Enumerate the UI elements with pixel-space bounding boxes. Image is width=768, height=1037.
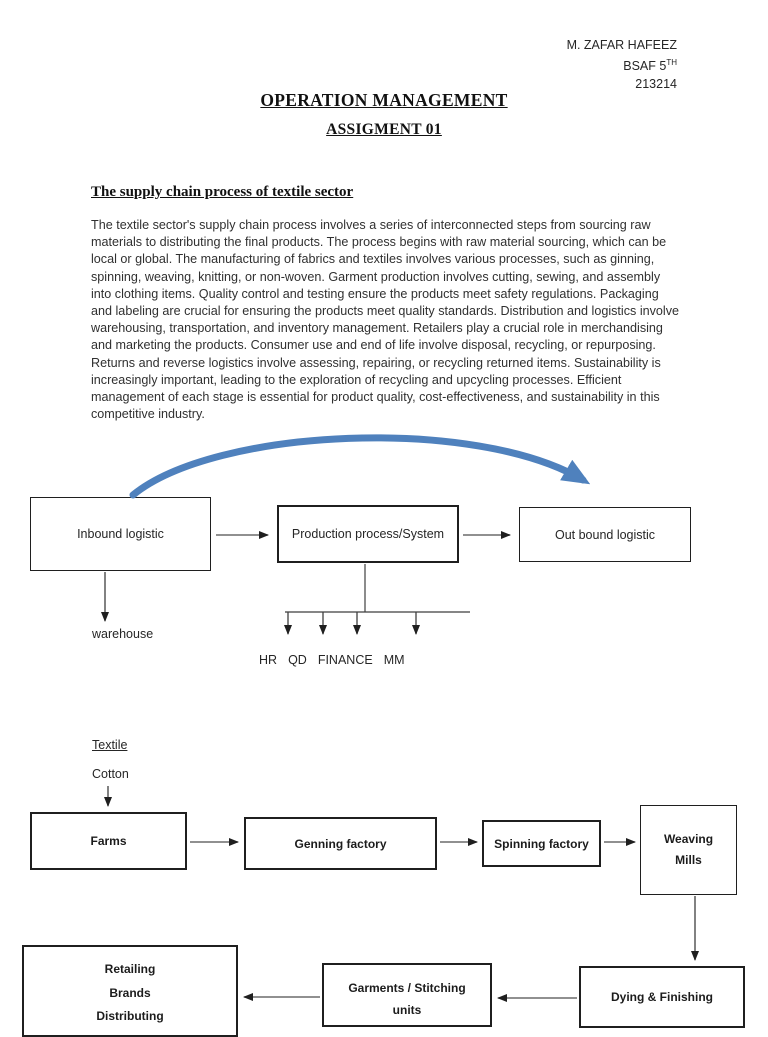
dept-finance-label: FINANCE	[317, 653, 373, 667]
retailing-label: Retailing	[104, 962, 156, 976]
weaving-mills-box: Weaving Mills	[640, 805, 737, 895]
dept-hr-label: HR	[259, 653, 278, 667]
roll-number: 213214	[635, 77, 677, 92]
textile-label: Textile	[92, 738, 128, 752]
author-name: M. ZAFAR HAFEEZ	[566, 38, 677, 52]
doc-subtitle: ASSIGMENT 01	[326, 121, 442, 138]
dept-mm-label: MM	[383, 653, 405, 667]
weaving-mills-label-line2: Mills	[675, 853, 702, 867]
distributing-label: Distributing	[96, 1009, 164, 1023]
genning-factory-box: Genning factory	[244, 817, 437, 870]
farms-label: Farms	[90, 834, 127, 848]
doc-title: OPERATION MANAGEMENT	[260, 90, 508, 110]
dying-finishing-box: Dying & Finishing	[579, 966, 745, 1028]
retailing-brands-box: Retailing Brands Distributing	[22, 945, 238, 1037]
section-heading: The supply chain process of textile sect…	[91, 184, 354, 200]
outbound-logistic-label: Out bound logistic	[554, 527, 656, 542]
inbound-logistic-box: Inbound logistic	[30, 497, 211, 571]
body-paragraph: The textile sector's supply chain proces…	[91, 218, 680, 422]
dept-qd-label: QD	[288, 653, 307, 667]
outbound-logistic-box: Out bound logistic	[519, 507, 691, 562]
genning-factory-label: Genning factory	[294, 836, 387, 851]
curved-return-arrow	[129, 434, 591, 499]
brands-label: Brands	[109, 985, 151, 1000]
cotton-label: Cotton	[92, 767, 129, 781]
inbound-logistic-label: Inbound logistic	[77, 527, 164, 541]
production-process-box: Production process/System	[277, 505, 459, 563]
farms-box: Farms	[30, 812, 187, 870]
class-label: BSAF 5TH	[623, 58, 677, 74]
garments-stitching-box: Garments / Stitching units	[322, 963, 492, 1027]
class-ordinal: TH	[666, 58, 677, 67]
production-process-label: Production process/System	[291, 527, 445, 541]
dying-finishing-label: Dying & Finishing	[611, 990, 713, 1004]
garments-label-line1: Garments / Stitching	[348, 981, 466, 995]
spinning-factory-label: Spinning factory	[494, 836, 589, 851]
spinning-factory-box: Spinning factory	[482, 820, 601, 867]
weaving-mills-label-line1: Weaving	[663, 832, 714, 846]
document-header: M. ZAFAR HAFEEZ BSAF 5TH 213214	[0, 36, 677, 93]
garments-label-line2: units	[392, 1003, 422, 1017]
warehouse-label: warehouse	[92, 627, 154, 641]
departments-row: HR QD FINANCE MM	[259, 653, 405, 667]
